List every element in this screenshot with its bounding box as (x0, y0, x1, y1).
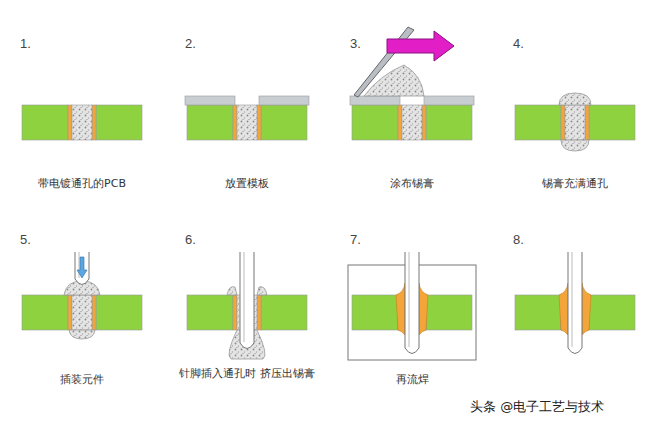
step-caption: 插装元件 (12, 372, 152, 387)
step-number: 7. (350, 232, 361, 247)
step-number: 5. (20, 232, 31, 247)
step-caption: 针脚插入通孔时 挤压出锡膏 (177, 366, 317, 381)
step-caption: 带电镀通孔的PCB (12, 176, 152, 191)
step-number: 1. (20, 36, 31, 51)
step-number: 3. (350, 36, 361, 51)
watermark: 头条 @电子工艺与技术 (470, 398, 604, 416)
step-number: 6. (185, 232, 196, 247)
step-number: 8. (513, 232, 524, 247)
step-caption: 涂布锡膏 (342, 176, 482, 191)
step-caption: 再流焊 (342, 372, 482, 387)
step-number: 4. (513, 36, 524, 51)
step-caption: 锡膏充满通孔 (505, 176, 645, 191)
step-caption: 放置模板 (177, 176, 317, 191)
step-number: 2. (185, 36, 196, 51)
